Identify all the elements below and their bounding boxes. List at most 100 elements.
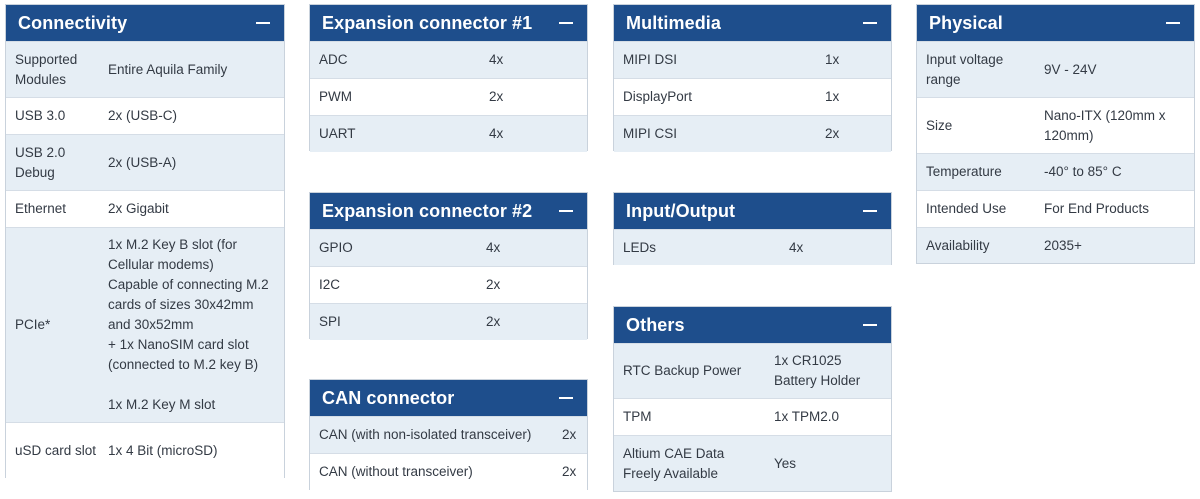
spec-row: ADC 4x: [310, 41, 587, 78]
expansion-connector-2-header[interactable]: Expansion connector #2: [310, 193, 587, 229]
spec-label: MIPI CSI: [623, 126, 678, 141]
spec-label: USB 2.0 Debug: [15, 144, 66, 180]
value-line: 1x M.2 Key M slot: [108, 397, 216, 412]
collapse-minus-icon[interactable]: [1166, 22, 1180, 24]
others-header[interactable]: Others: [614, 307, 891, 343]
panel-title: Others: [626, 314, 685, 335]
spec-label: Ethernet: [15, 201, 67, 216]
spec-value: Yes: [774, 455, 797, 471]
spec-value: 4x: [489, 126, 504, 141]
collapse-minus-icon[interactable]: [559, 210, 573, 212]
value-line: 1x M.2 Key B slot (for: [108, 237, 238, 252]
spec-value: 2x: [486, 277, 501, 292]
spec-label: I2C: [319, 277, 341, 292]
spec-value: 2x: [486, 314, 501, 329]
connectivity-header[interactable]: Connectivity: [6, 5, 284, 41]
spec-label: TPM: [623, 409, 652, 424]
spec-label: GPIO: [319, 240, 353, 255]
collapse-minus-icon[interactable]: [559, 22, 573, 24]
expansion-connector-1-panel: Expansion connector #1 ADC 4x PWM 2x UAR…: [309, 4, 588, 152]
collapse-minus-icon[interactable]: [863, 324, 877, 326]
spec-value: 4x: [486, 240, 501, 255]
collapse-minus-icon[interactable]: [863, 210, 877, 212]
value-line: cards of sizes 30x42mm: [108, 297, 254, 312]
spec-value-multiline: 1x M.2 Key B slot (for Cellular modems) …: [108, 235, 284, 415]
spec-row: Size Nano-ITX (120mm x 120mm): [917, 97, 1194, 153]
spec-row: CAN (with non-isolated transceiver) 2x: [310, 416, 587, 453]
value-line: and 30x52mm: [108, 317, 194, 332]
physical-panel: Physical Input voltage range 9V - 24V Si…: [916, 4, 1195, 264]
spec-value: 4x: [789, 239, 804, 255]
spec-row: Availability 2035+: [917, 227, 1194, 263]
spec-row: PWM 2x: [310, 78, 587, 115]
collapse-minus-icon[interactable]: [863, 22, 877, 24]
spec-value: 9V - 24V: [1044, 61, 1097, 77]
spec-row: USB 2.0 Debug 2x (USB-A): [6, 134, 284, 190]
panel-title: Expansion connector #2: [322, 200, 533, 221]
spec-value: 2x (USB-C): [108, 108, 178, 123]
value-line: + 1x NanoSIM card slot: [108, 337, 249, 352]
value-line: [108, 375, 284, 395]
spec-label: PCIe*: [15, 317, 51, 332]
collapse-minus-icon[interactable]: [256, 22, 270, 24]
spec-label: RTC Backup Power: [623, 363, 742, 378]
spec-value: 2x Gigabit: [108, 201, 169, 216]
spec-row: USB 3.0 2x (USB-C): [6, 97, 284, 134]
expansion-connector-2-panel: Expansion connector #2 GPIO 4x I2C 2x SP…: [309, 192, 588, 340]
panel-title: Connectivity: [18, 12, 128, 33]
spec-row: TPM 1x TPM2.0: [614, 398, 891, 435]
can-connector-header[interactable]: CAN connector: [310, 380, 587, 416]
spec-label: PWM: [319, 89, 352, 104]
expansion-connector-1-header[interactable]: Expansion connector #1: [310, 5, 587, 41]
physical-header[interactable]: Physical: [917, 5, 1194, 41]
spec-row: Temperature -40° to 85° C: [917, 153, 1194, 190]
value-line: (connected to M.2 key B): [108, 357, 259, 372]
spec-row: MIPI DSI 1x: [614, 41, 891, 78]
connectivity-panel: Connectivity Supported Modules Entire Aq…: [5, 4, 285, 478]
spec-label: SPI: [319, 314, 341, 329]
spec-label: Supported Modules: [15, 51, 78, 87]
spec-label: CAN (without transceiver): [319, 464, 473, 479]
panel-title: Input/Output: [626, 200, 736, 221]
spec-value: 2x: [562, 427, 577, 442]
value-line: Capable of connecting M.2: [108, 277, 269, 292]
spec-label: Availability: [926, 237, 990, 253]
spec-value: Nano-ITX (120mm x 120mm): [1044, 107, 1166, 143]
input-output-header[interactable]: Input/Output: [614, 193, 891, 229]
spec-label: Temperature: [926, 164, 1002, 179]
spec-label: Altium CAE Data Freely Available: [623, 445, 725, 481]
spec-row: Input voltage range 9V - 24V: [917, 41, 1194, 97]
spec-row: Altium CAE Data Freely Available Yes: [614, 435, 891, 491]
spec-value: -40° to 85° C: [1044, 164, 1122, 179]
spec-row: CAN (without transceiver) 2x: [310, 453, 587, 490]
spec-value: 1x TPM2.0: [774, 409, 840, 424]
spec-row: Intended Use For End Products: [917, 190, 1194, 227]
panel-title: CAN connector: [322, 387, 455, 408]
spec-value: 4x: [489, 52, 504, 67]
spec-label: LEDs: [623, 239, 657, 255]
spec-label: DisplayPort: [623, 89, 693, 104]
spec-label: USB 3.0: [15, 108, 66, 123]
panel-title: Physical: [929, 12, 1003, 33]
spec-label: MIPI DSI: [623, 52, 678, 67]
others-panel: Others RTC Backup Power 1x CR1025 Batter…: [613, 306, 892, 492]
spec-value: 2x: [489, 89, 504, 104]
multimedia-header[interactable]: Multimedia: [614, 5, 891, 41]
spec-row: RTC Backup Power 1x CR1025 Battery Holde…: [614, 343, 891, 398]
spec-value: 1x CR1025 Battery Holder: [774, 353, 861, 388]
spec-row: Supported Modules Entire Aquila Family: [6, 41, 284, 97]
spec-label: Intended Use: [926, 201, 1007, 216]
collapse-minus-icon[interactable]: [559, 397, 573, 399]
spec-label: UART: [319, 126, 356, 141]
can-connector-panel: CAN connector CAN (with non-isolated tra…: [309, 379, 588, 490]
spec-row: MIPI CSI 2x: [614, 115, 891, 152]
spec-label: uSD card slot: [15, 442, 97, 458]
spec-value: 1x 4 Bit (microSD): [108, 442, 218, 458]
spec-value: Entire Aquila Family: [108, 61, 228, 77]
panel-title: Multimedia: [626, 12, 722, 33]
spec-label: Size: [926, 117, 953, 133]
spec-value: 2x: [562, 464, 577, 479]
spec-label: Input voltage range: [926, 51, 1004, 87]
spec-row: Ethernet 2x Gigabit: [6, 190, 284, 227]
spec-value: 1x: [825, 52, 840, 67]
